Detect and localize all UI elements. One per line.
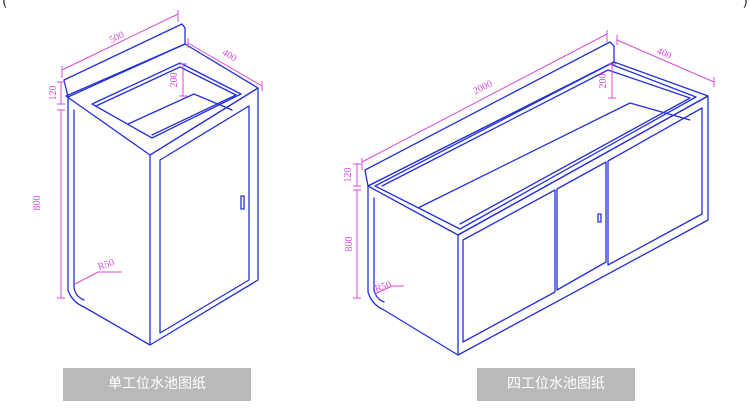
quad-door-left (462, 189, 556, 343)
quad-side-corner (373, 197, 385, 303)
single-cabinet-front (149, 87, 259, 346)
svg-text:R50: R50 (374, 279, 393, 295)
quad-dim-height: 800 (344, 189, 361, 299)
single-sink-drawing: 500 400 200 120 800 R50 (32, 10, 263, 346)
single-backsplash (63, 23, 186, 98)
quad-cabinet-front (457, 95, 709, 356)
quad-cabinet-side (367, 185, 459, 356)
quad-dim-width: 2000 (361, 30, 608, 170)
svg-text:120: 120 (48, 86, 59, 101)
left-edge-mark: ( (2, 0, 8, 10)
quad-dim-depth: 400 (616, 35, 715, 87)
single-door (159, 105, 250, 334)
single-sink-caption: 单工位水池图纸 (63, 368, 251, 401)
svg-text:800: 800 (32, 196, 43, 211)
single-basin (91, 62, 242, 139)
svg-text:400: 400 (655, 46, 673, 62)
svg-text:500: 500 (108, 30, 126, 46)
quad-door-middle (556, 161, 607, 291)
quad-dim-basin-depth: 200 (598, 63, 616, 99)
quad-basin-inner (381, 69, 691, 225)
single-basin-inner (95, 66, 237, 136)
right-edge-mark: ) (742, 0, 748, 10)
single-dim-basin-depth: 200 (169, 63, 187, 97)
single-dim-radius: R50 (74, 257, 122, 285)
quad-basin (374, 63, 697, 230)
single-door-handle (240, 195, 245, 210)
quad-dim-backsplash: 120 (343, 163, 361, 187)
single-dim-width: 500 (61, 10, 179, 78)
quad-sink-drawing: 2000 400 200 120 800 R50 (343, 30, 715, 356)
svg-text:800: 800 (344, 237, 355, 252)
svg-text:R50: R50 (97, 257, 116, 273)
quad-dim-radius: R50 (374, 279, 404, 295)
quad-door-handle (597, 213, 602, 223)
quad-door-right (607, 107, 703, 266)
single-dim-backsplash: 120 (48, 81, 65, 105)
quad-backsplash (364, 41, 615, 187)
svg-text:200: 200 (598, 74, 609, 89)
single-cabinet-side (67, 96, 151, 346)
svg-text:120: 120 (343, 168, 354, 183)
quad-basin-floor (417, 102, 691, 209)
single-side-corner (73, 109, 85, 301)
single-dim-height: 800 (32, 109, 65, 299)
svg-text:400: 400 (220, 47, 238, 64)
single-basin-floor (127, 93, 233, 125)
svg-text:200: 200 (169, 73, 180, 88)
quad-sink-caption: 四工位水池图纸 (477, 368, 635, 401)
